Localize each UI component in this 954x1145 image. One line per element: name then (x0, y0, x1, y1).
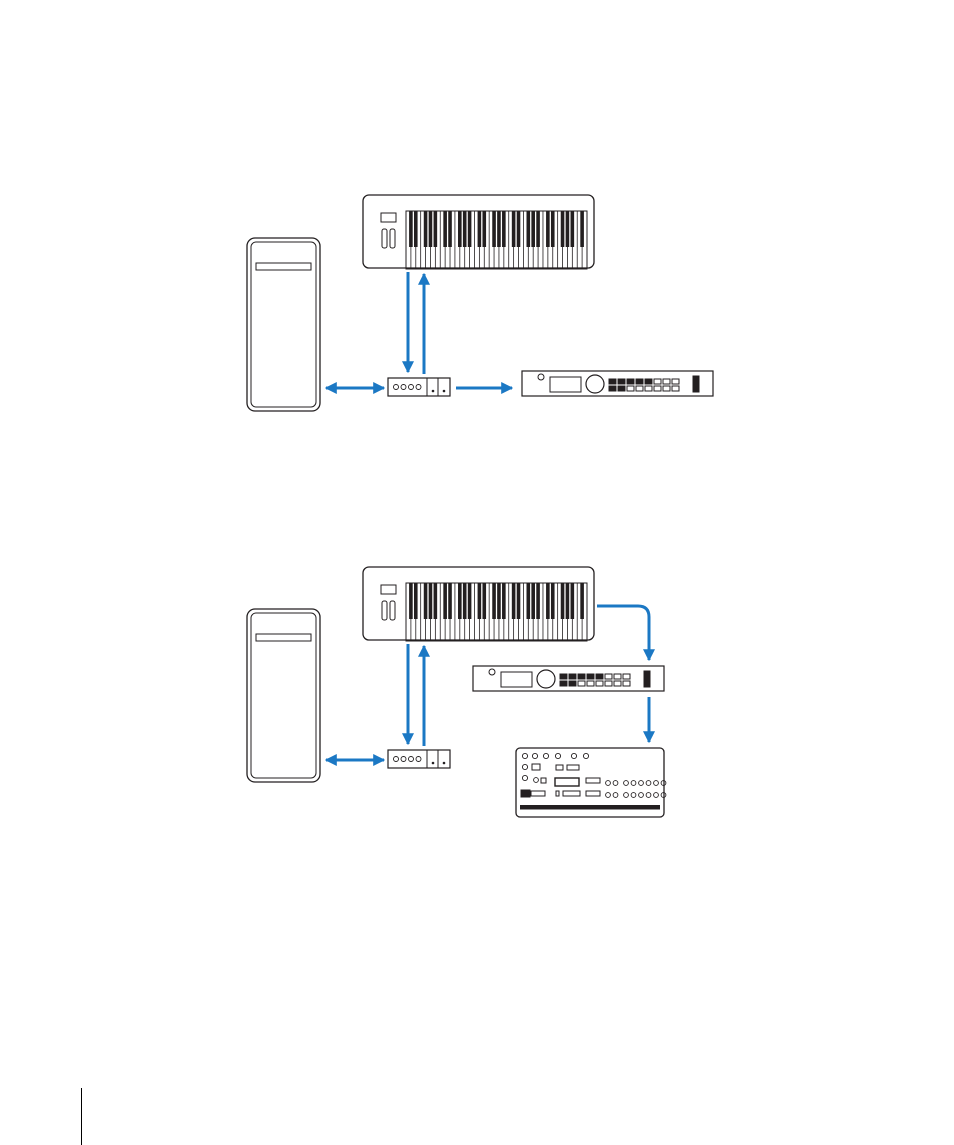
desktop-synth-icon (516, 748, 666, 817)
arrow-keyboard-rack (597, 606, 649, 660)
rack-module-icon (473, 666, 664, 691)
midi-interface-icon (388, 378, 450, 396)
rack-module-icon (522, 371, 713, 396)
page-margin-rule (81, 1088, 82, 1145)
tower-computer-icon (247, 238, 320, 411)
midi-keyboard-icon (363, 567, 594, 641)
tower-computer-icon (247, 609, 320, 782)
midi-keyboard-icon (363, 195, 594, 269)
midi-interface-icon (388, 750, 450, 768)
